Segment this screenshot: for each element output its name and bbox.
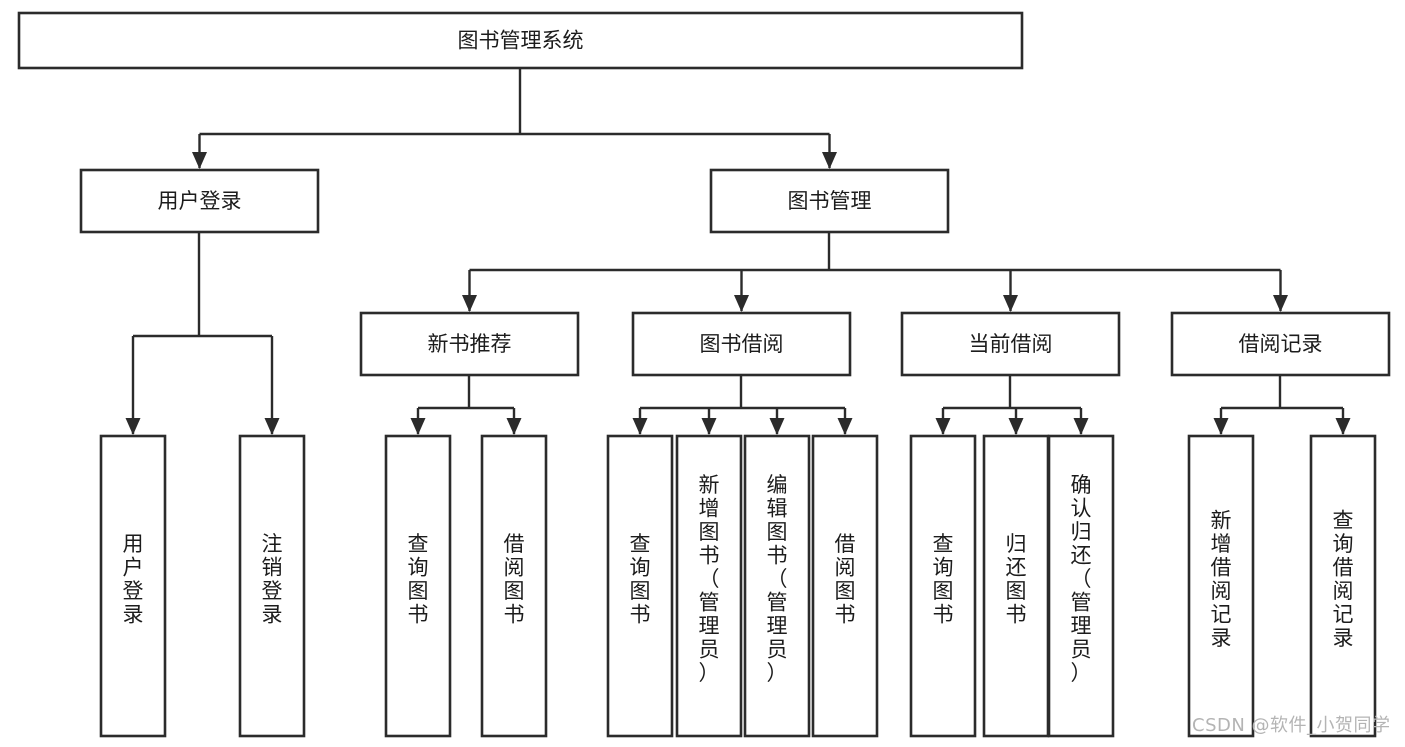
- node-box: [606, 434, 674, 738]
- node-归还图书[interactable]: 归还图书: [982, 434, 1050, 738]
- edge-group-新书推荐: [410, 375, 522, 435]
- node-box: [17, 11, 1024, 70]
- node-label: 借阅图书: [835, 532, 856, 627]
- node-label: 图书借阅: [700, 332, 784, 356]
- watermark-label: CSDN @软件_小贺同学: [1192, 715, 1391, 736]
- connector-layer: [125, 68, 1351, 435]
- node-图书管理[interactable]: 图书管理: [709, 168, 950, 234]
- node-确认归还-管理员[interactable]: 确认归还（管理员）: [1047, 434, 1115, 738]
- node-box: [384, 434, 452, 738]
- node-box: [909, 434, 977, 738]
- node-box: [631, 311, 852, 377]
- node-layer: 图书管理系统用户登录图书管理新书推荐图书借阅当前借阅借阅记录用户登录注销登录查询…: [17, 11, 1391, 738]
- node-label: 查询图书: [408, 532, 429, 627]
- edge-group-图书借阅: [632, 375, 853, 435]
- arrow-head-icon: [506, 418, 522, 435]
- arrow-head-icon: [1073, 418, 1089, 435]
- node-label: 查询借阅记录: [1333, 508, 1354, 650]
- edge-group-当前借阅: [935, 375, 1089, 435]
- arrow-head-icon: [462, 295, 477, 312]
- node-label: 确认归还（管理员）: [1071, 473, 1092, 685]
- node-box: [1187, 434, 1255, 738]
- node-label: 新书推荐: [428, 332, 512, 356]
- arrow-head-icon: [701, 418, 717, 435]
- node-box: [743, 434, 811, 738]
- arrow-head-icon: [125, 418, 141, 435]
- node-新增借阅记录[interactable]: 新增借阅记录: [1187, 434, 1255, 738]
- edge-group-图书管理: [462, 232, 1288, 312]
- node-编辑图书-管理员[interactable]: 编辑图书（管理员）: [743, 434, 811, 738]
- node-新书推荐[interactable]: 新书推荐: [359, 311, 580, 377]
- node-图书借阅[interactable]: 图书借阅: [631, 311, 852, 377]
- node-借阅记录[interactable]: 借阅记录: [1170, 311, 1391, 377]
- node-注销登录[interactable]: 注销登录: [238, 434, 306, 738]
- node-box: [982, 434, 1050, 738]
- node-label: 图书管理系统: [458, 29, 584, 53]
- node-查询借阅记录[interactable]: 查询借阅记录: [1309, 434, 1377, 738]
- node-label: 当前借阅: [969, 332, 1053, 356]
- arrow-head-icon: [935, 418, 951, 435]
- node-label: 归还图书: [1006, 532, 1027, 627]
- node-用户登录[interactable]: 用户登录: [79, 168, 320, 234]
- arrow-head-icon: [410, 418, 426, 435]
- edge-group-用户登录: [125, 232, 280, 435]
- node-label: 新增图书（管理员）: [699, 473, 720, 685]
- arrow-head-icon: [264, 418, 280, 435]
- node-用户登录[interactable]: 用户登录: [99, 434, 167, 738]
- edge-group-借阅记录: [1213, 375, 1351, 435]
- arrow-head-icon: [1003, 295, 1018, 312]
- node-label: 借阅记录: [1239, 332, 1323, 356]
- arrow-head-icon: [192, 152, 207, 169]
- node-label: 编辑图书（管理员）: [767, 473, 788, 685]
- node-label: 用户登录: [158, 189, 242, 213]
- node-box: [675, 434, 743, 738]
- arrow-head-icon: [822, 152, 837, 169]
- arrow-head-icon: [632, 418, 648, 435]
- node-box: [99, 434, 167, 738]
- node-查询图书[interactable]: 查询图书: [909, 434, 977, 738]
- arrow-head-icon: [1335, 418, 1351, 435]
- node-label: 注销登录: [262, 532, 283, 627]
- node-当前借阅[interactable]: 当前借阅: [900, 311, 1121, 377]
- arrow-head-icon: [1273, 295, 1288, 312]
- node-借阅图书[interactable]: 借阅图书: [480, 434, 548, 738]
- arrow-head-icon: [837, 418, 853, 435]
- arrow-head-icon: [769, 418, 785, 435]
- node-查询图书[interactable]: 查询图书: [606, 434, 674, 738]
- node-借阅图书[interactable]: 借阅图书: [811, 434, 879, 738]
- arrow-head-icon: [1008, 418, 1024, 435]
- arrow-head-icon: [734, 295, 749, 312]
- node-查询图书[interactable]: 查询图书: [384, 434, 452, 738]
- node-box: [900, 311, 1121, 377]
- edge-group-图书管理系统: [192, 68, 837, 169]
- node-box: [79, 168, 320, 234]
- node-box: [238, 434, 306, 738]
- node-label: 查询图书: [630, 532, 651, 627]
- node-box: [811, 434, 879, 738]
- node-box: [359, 311, 580, 377]
- node-box: [480, 434, 548, 738]
- node-box: [709, 168, 950, 234]
- node-box: [1047, 434, 1115, 738]
- node-label: 查询图书: [933, 532, 954, 627]
- node-新增图书-管理员[interactable]: 新增图书（管理员）: [675, 434, 743, 738]
- node-图书管理系统[interactable]: 图书管理系统: [17, 11, 1024, 70]
- arrow-head-icon: [1213, 418, 1229, 435]
- node-box: [1309, 434, 1377, 738]
- node-label: 用户登录: [123, 532, 144, 627]
- node-label: 借阅图书: [504, 532, 525, 627]
- node-label: 新增借阅记录: [1211, 508, 1232, 650]
- node-label: 图书管理: [788, 189, 872, 213]
- node-box: [1170, 311, 1391, 377]
